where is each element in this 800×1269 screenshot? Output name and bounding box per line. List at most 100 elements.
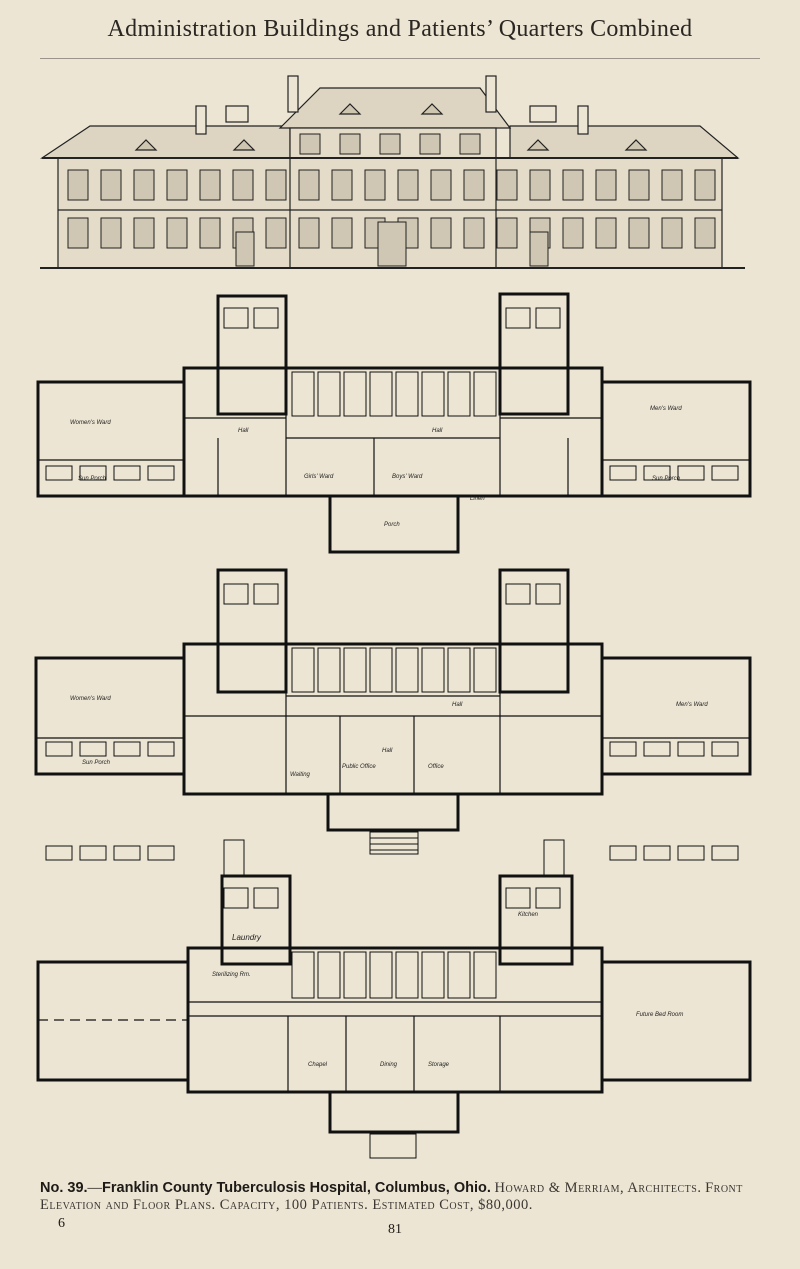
plan-room <box>505 583 531 605</box>
second-floor-plan <box>36 292 752 554</box>
plan-label: Sun Porch <box>652 476 681 482</box>
plan-label: Sterilizing Rm. <box>212 972 251 978</box>
elevation-window <box>133 217 155 249</box>
plan-room <box>643 845 671 861</box>
elevation-window <box>339 133 361 155</box>
elevation-window <box>661 169 683 201</box>
caption-architects: Howard & Merriam, Architects. <box>494 1180 702 1196</box>
plan-room <box>711 465 739 481</box>
plan-label: Kitchen <box>518 912 539 918</box>
title-rule <box>40 58 760 59</box>
elevation-window <box>694 169 716 201</box>
page-title: Administration Buildings and Patients’ Q… <box>107 16 693 42</box>
plan-room <box>79 845 107 861</box>
elevation-window <box>419 133 441 155</box>
elevation-window <box>298 169 320 201</box>
plan-label: Dining <box>380 1062 398 1068</box>
elevation-window <box>397 169 419 201</box>
plan-label: Men's Ward <box>650 406 682 412</box>
plan-label: Women's Ward <box>70 696 111 702</box>
plan-room <box>223 887 249 909</box>
elevation-window <box>232 169 254 201</box>
plan-room <box>79 465 107 481</box>
plan-room <box>447 951 471 999</box>
plan-room <box>677 465 705 481</box>
elevation-window <box>298 217 320 249</box>
elevation-window <box>331 217 353 249</box>
elevation-window <box>463 217 485 249</box>
elevation-window <box>496 217 518 249</box>
first-floor-labels: Women's Ward Men's Ward Sun Porch Hall P… <box>70 696 708 778</box>
elevation-window <box>459 133 481 155</box>
plan-room <box>45 845 73 861</box>
plan-room <box>395 951 419 999</box>
elevation-window <box>265 169 287 201</box>
plan-room <box>473 951 497 999</box>
elevation-window <box>299 133 321 155</box>
plan-label: Hall <box>382 748 393 754</box>
elevation-window <box>67 217 89 249</box>
plan-room <box>505 887 531 909</box>
elevation-door <box>235 231 255 267</box>
basement-labels: Laundry Kitchen Sterilizing Rm. Future B… <box>212 912 683 1068</box>
plan-room <box>535 583 561 605</box>
elevation-window <box>166 169 188 201</box>
plan-room <box>643 741 671 757</box>
elevation-door <box>377 221 407 267</box>
plan-label: Waiting <box>290 772 311 778</box>
elevation-window <box>364 169 386 201</box>
plan-room <box>369 647 393 693</box>
plan-room <box>609 741 637 757</box>
plan-label: Sun Porch <box>78 476 107 482</box>
plan-room <box>395 647 419 693</box>
plan-label: Hall <box>238 428 249 434</box>
plan-label: Men's Ward <box>676 702 708 708</box>
elevation-window <box>430 217 452 249</box>
plan-room <box>535 887 561 909</box>
plan-room <box>113 845 141 861</box>
elevation-window <box>379 133 401 155</box>
plan-label: Storage <box>428 1062 450 1068</box>
plan-room <box>535 307 561 329</box>
plan-room <box>291 371 315 417</box>
elevation-window <box>100 169 122 201</box>
elevation-window <box>562 217 584 249</box>
page-number-left: 6 <box>58 1216 65 1231</box>
plan-label: Boys' Ward <box>392 474 423 480</box>
elevation-window <box>133 169 155 201</box>
plan-room <box>253 887 279 909</box>
plan-label: Linen <box>470 496 485 502</box>
plan-room <box>45 465 73 481</box>
plan-room <box>343 951 367 999</box>
elevation-window <box>166 217 188 249</box>
plan-room <box>343 371 367 417</box>
second-floor-labels: Women's Ward Men's Ward Sun Porch Sun Po… <box>70 406 682 528</box>
elevation-window <box>496 169 518 201</box>
plan-room <box>505 307 531 329</box>
plan-label: Girls' Ward <box>304 474 334 480</box>
plan-label: Office <box>428 764 444 770</box>
elevation-window <box>463 169 485 201</box>
plan-room <box>421 371 445 417</box>
elevation-window <box>265 217 287 249</box>
elevation-window <box>100 217 122 249</box>
caption-details: Front Elevation and Floor Plans. Capacit… <box>40 1180 743 1213</box>
plan-room <box>447 647 471 693</box>
plan-label: Hall <box>452 702 463 708</box>
plan-room <box>677 845 705 861</box>
elevation-window <box>199 169 221 201</box>
plan-room <box>609 845 637 861</box>
plan-room <box>711 741 739 757</box>
plan-room <box>291 647 315 693</box>
plan-label: Hall <box>432 428 443 434</box>
plan-room <box>643 465 671 481</box>
plan-room <box>677 741 705 757</box>
plan-room <box>421 647 445 693</box>
plan-room <box>79 741 107 757</box>
elevation-window <box>628 217 650 249</box>
plan-label: Future Bed Room <box>636 1012 683 1018</box>
plan-room <box>147 741 175 757</box>
first-floor-plan <box>34 568 752 855</box>
plan-room <box>609 465 637 481</box>
